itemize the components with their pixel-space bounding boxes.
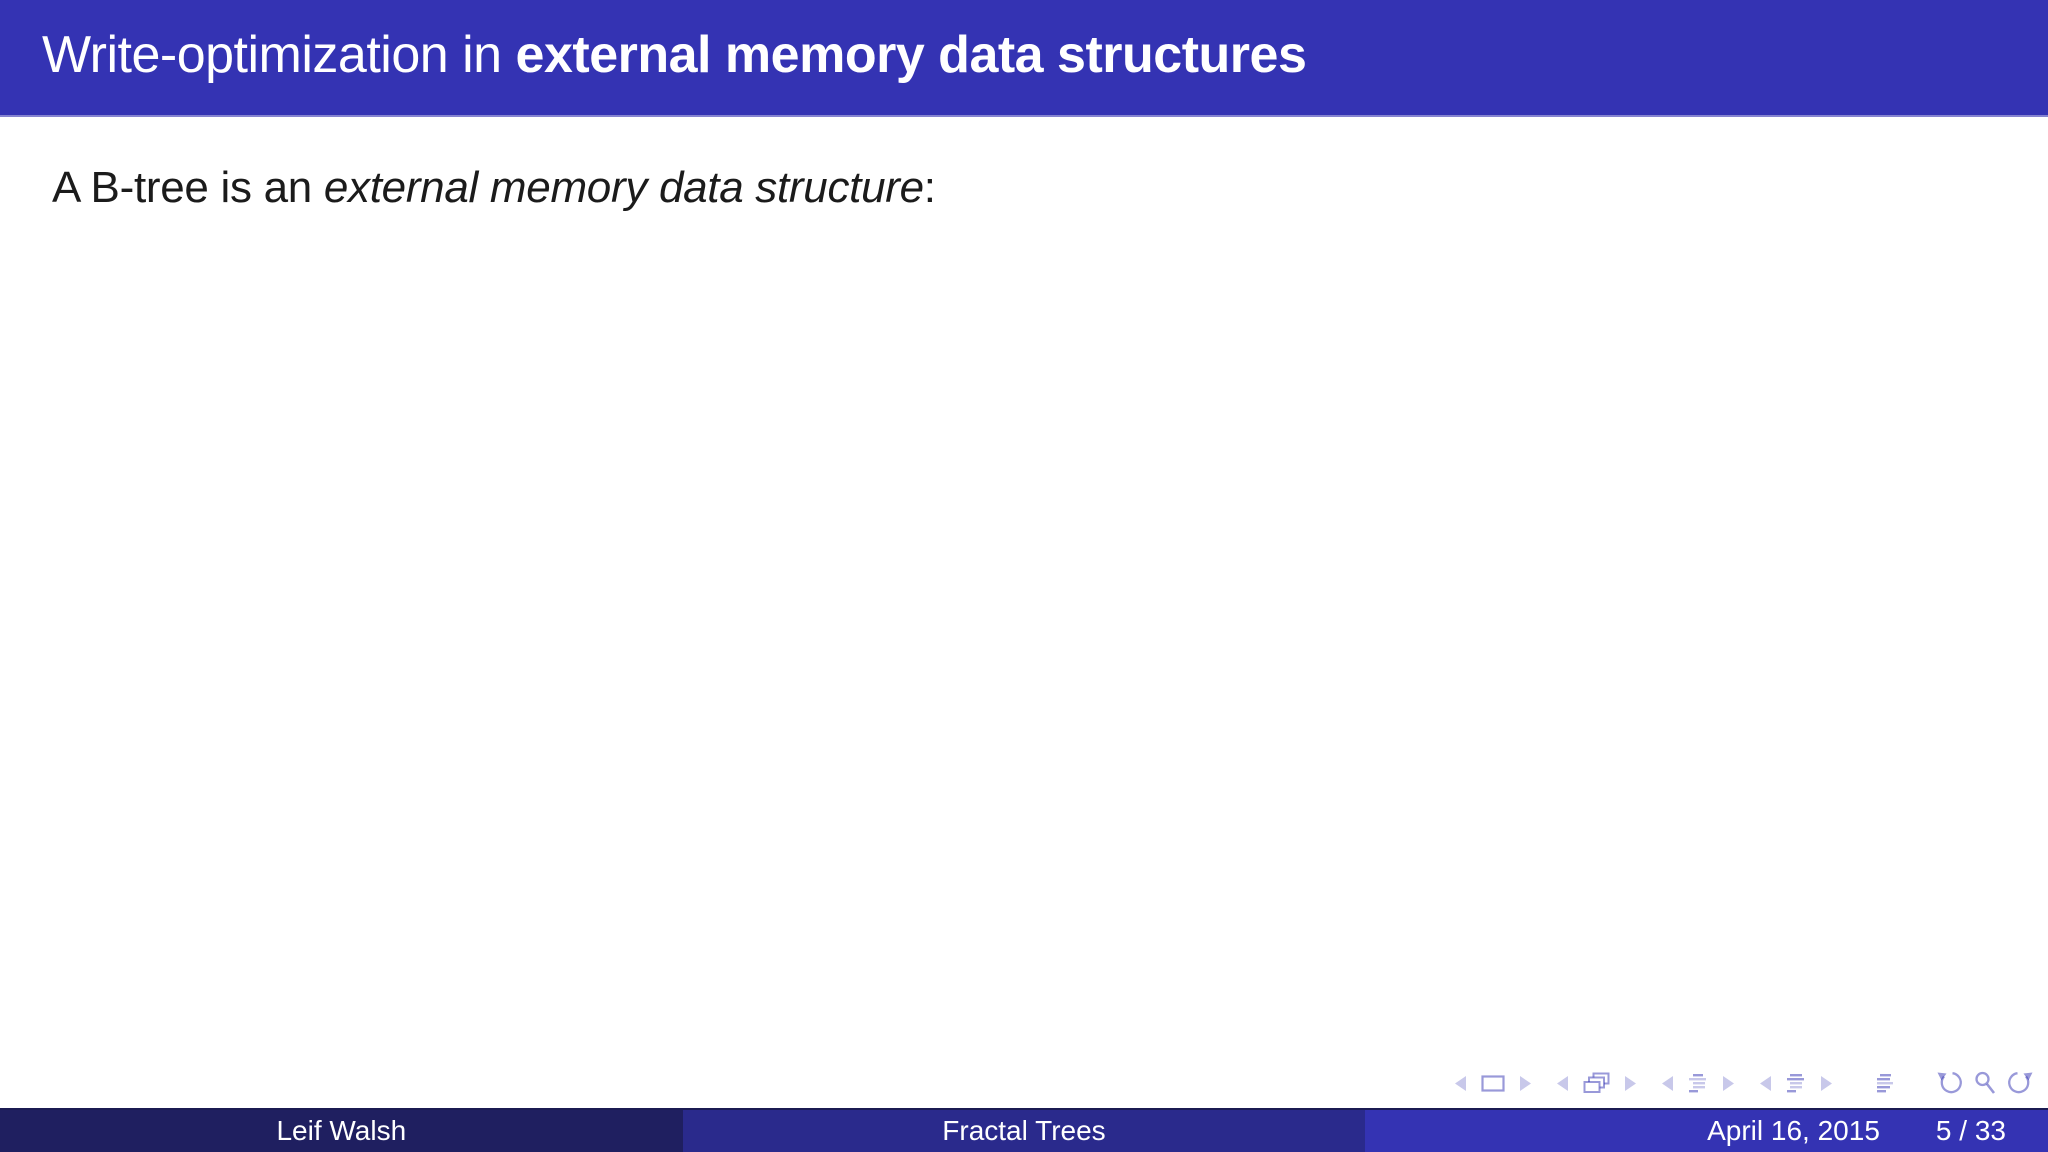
slide-content: A B-tree is an external memory data stru… — [0, 119, 2048, 213]
body-sentence-emphasis: external memory data structure — [323, 163, 924, 212]
prev-subsection-icon[interactable] — [1662, 1075, 1673, 1091]
footer-page-number: 5 / 33 — [1935, 1115, 2006, 1146]
next-frame-icon[interactable] — [1625, 1075, 1636, 1091]
slide-nav-group — [1455, 1074, 1531, 1092]
search-icon[interactable] — [1973, 1070, 1997, 1096]
prev-frame-icon[interactable] — [1557, 1075, 1568, 1091]
subsection-icon[interactable] — [1688, 1073, 1708, 1094]
beamer-navigation-bar — [1455, 1070, 2034, 1096]
footer-date-box: April 16, 2015 5 / 33 — [1365, 1110, 2048, 1152]
slide-title-prefix: Write-optimization in — [42, 25, 516, 84]
frames-icon[interactable] — [1583, 1072, 1610, 1095]
slide-icon[interactable] — [1481, 1074, 1505, 1092]
prev-slide-icon[interactable] — [1455, 1075, 1466, 1091]
prev-section-icon[interactable] — [1760, 1075, 1771, 1091]
footer-date: April 16, 2015 — [1707, 1115, 1880, 1146]
footer-shorttitle-box: Fractal Trees — [682, 1110, 1366, 1152]
slide-title: Write-optimization in external memory da… — [42, 25, 1307, 85]
next-slide-icon[interactable] — [1520, 1075, 1531, 1091]
footline: Leif Walsh Fractal Trees April 16, 2015 … — [0, 1108, 2048, 1152]
section-nav-group — [1760, 1073, 1832, 1094]
body-sentence-prefix: A B-tree is an — [52, 163, 324, 212]
forward-icon[interactable] — [2007, 1070, 2034, 1096]
back-icon[interactable] — [1936, 1070, 1963, 1096]
footer-author-box: Leif Walsh — [0, 1110, 683, 1152]
footer-author: Leif Walsh — [276, 1115, 407, 1146]
section-icon[interactable] — [1786, 1073, 1806, 1094]
subsection-nav-group — [1662, 1073, 1734, 1094]
body-sentence-suffix: : — [923, 163, 936, 212]
next-subsection-icon[interactable] — [1723, 1075, 1734, 1091]
slide-title-emphasis: external memory data structures — [515, 25, 1307, 84]
frame-nav-group — [1557, 1072, 1636, 1095]
body-sentence: A B-tree is an external memory data stru… — [52, 163, 2008, 213]
appendix-icon[interactable] — [1876, 1073, 1896, 1094]
footer-short-title: Fractal Trees — [942, 1115, 1106, 1146]
slide-title-bar: Write-optimization in external memory da… — [0, 0, 2048, 117]
next-section-icon[interactable] — [1821, 1075, 1832, 1091]
history-nav-group — [1936, 1070, 2034, 1096]
